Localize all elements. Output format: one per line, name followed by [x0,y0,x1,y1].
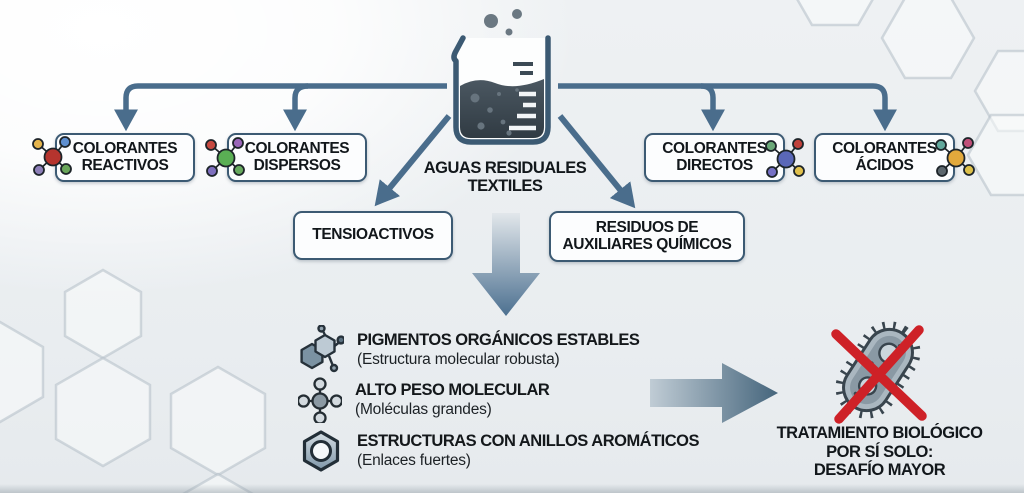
conclusion-line2: POR SÍ SOLO: [826,442,933,461]
box-label: RESIDUOS DE [595,218,699,236]
box-colorantes-acidos: COLORANTES ÁCIDOS [814,133,955,182]
conclusion-line3: DESAFÍO MAYOR [813,461,946,480]
box-label: DISPERSOS [253,156,341,174]
molecule-icon-red [32,136,72,176]
connector-left-branch [282,83,309,132]
property-subtitle: (Moléculas grandes) [355,400,492,418]
source-label: AGUAS RESIDUALES TEXTILES [405,159,605,196]
property-text: ALTO PESO MOLECULAR (Moléculas grandes) [355,381,550,418]
box-label: COLORANTES [832,139,937,157]
box-residuos-auxiliares: RESIDUOS DE AUXILIARES QUÍMICOS [549,211,745,262]
molecule-icon-blue [765,138,805,178]
property-row-anillos: ESTRUCTURAS CON ANILLOS AROMÁTICOS (Enla… [298,427,700,475]
big-down-arrow [472,213,540,316]
connector-right [558,83,898,132]
property-subtitle: (Estructura molecular robusta) [357,350,560,368]
diagonal-arrow-left [374,114,452,207]
benzene-ring-icon [302,430,340,472]
bubbles-icon [484,9,522,36]
diagonal-arrow-right [557,114,636,209]
property-title: ALTO PESO MOLECULAR [355,381,550,400]
box-label: COLORANTES [244,139,350,157]
conclusion-line1: TRATAMIENTO BIOLÓGICO [776,424,983,442]
property-row-pigmentos: PIGMENTOS ORGÁNICOS ESTABLES (Estructura… [298,325,640,375]
box-colorantes-dispersos: COLORANTES DISPERSOS [227,133,367,182]
box-label: ÁCIDOS [855,156,914,174]
box-colorantes-reactivos: COLORANTES REACTIVOS [55,133,195,182]
bottom-shade [0,484,1024,493]
box-label: TENSIOACTIVOS [312,226,434,244]
connector-left [113,83,447,132]
box-label: REACTIVOS [81,156,169,174]
molecule-icon-green [205,137,245,177]
box-label: COLORANTES [662,139,767,157]
property-text: ESTRUCTURAS CON ANILLOS AROMÁTICOS (Enla… [357,432,700,469]
red-x-icon [831,325,927,424]
small-molecule-icon [298,377,342,423]
property-title: ESTRUCTURAS CON ANILLOS AROMÁTICOS [357,432,700,451]
box-label: DIRECTOS [676,156,753,174]
source-label-line1: AGUAS RESIDUALES [423,159,587,177]
box-tensioactivos: TENSIOACTIVOS [293,211,453,260]
fused-aromatic-rings-icon [300,325,344,373]
connector-right-branch [700,83,726,132]
property-text: PIGMENTOS ORGÁNICOS ESTABLES (Estructura… [357,331,640,368]
box-label: COLORANTES [72,139,178,157]
property-row-peso-molecular: ALTO PESO MOLECULAR (Moléculas grandes) [298,377,550,423]
big-right-arrow [650,363,778,423]
beaker-icon [451,9,551,145]
box-label: AUXILIARES QUÍMICOS [562,235,732,253]
bacteria-crossed-out-icon [831,321,927,424]
property-subtitle: (Enlaces fuertes) [357,451,471,469]
property-title: PIGMENTOS ORGÁNICOS ESTABLES [357,331,640,350]
source-label-line2: TEXTILES [467,177,543,196]
conclusion-label: TRATAMIENTO BIOLÓGICO POR SÍ SOLO: DESAF… [757,424,1002,480]
molecule-icon-yellow [935,137,975,177]
